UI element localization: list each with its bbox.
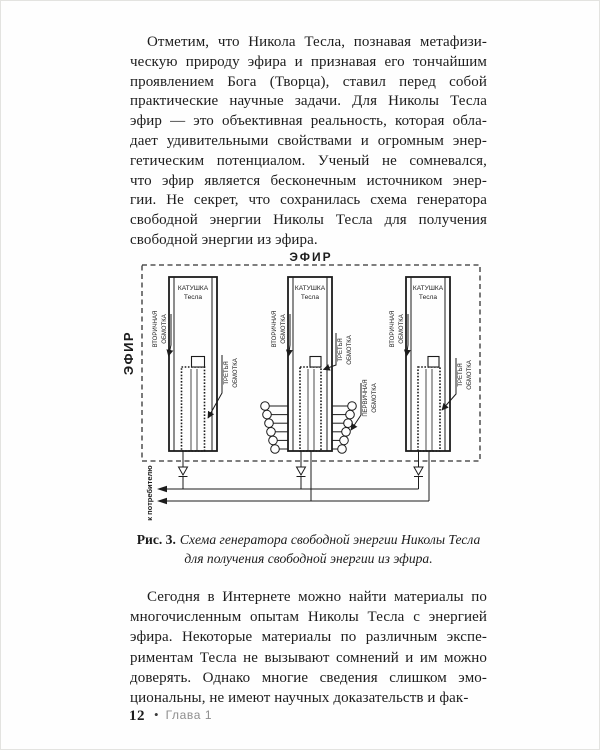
output-wiring [157, 451, 430, 505]
coil-2-title-line2: Тесла [301, 294, 319, 301]
text-line: дает удивительными свойствами и огромным… [130, 132, 487, 149]
secondary-winding-label-1: ВТОРИЧНАЯ ОБМОТКА [153, 311, 174, 357]
text-line: что эфир является бесконечным источником… [130, 172, 487, 189]
text-line: многочисленным опытам Николы Тесла с эне… [130, 609, 487, 626]
figure-3-diagram: ЭФИР ЭФИР КАТУШКА Тесла [1, 247, 599, 531]
text-line: практические научные задачи. Для Николы … [130, 93, 487, 110]
paragraph-internet: Сегодня в Интернете можно найти материал… [130, 587, 487, 708]
svg-text:ОБМОТКА: ОБМОТКА [162, 314, 168, 343]
text-line: Сегодня в Интернете можно найти материал… [147, 589, 487, 605]
diode-symbol-3 [413, 466, 424, 477]
chapter-label: Глава 1 [165, 708, 213, 722]
third-winding-label-1: ТРЕТЬЯ ОБМОТКА [207, 355, 239, 419]
third-winding-label-2: ТРЕТЬЯ ОБМОТКА [322, 333, 353, 371]
text-line: проявлением Бога (Творца), ставил перед … [130, 73, 487, 90]
svg-text:ТРЕТЬЯ: ТРЕТЬЯ [338, 338, 344, 361]
primary-winding-label: ПЕРВИЧНАЯ ОБМОТКА [350, 379, 378, 431]
svg-text:ТРЕТЬЯ: ТРЕТЬЯ [458, 363, 464, 386]
paragraph-intro: Отметим, что Никола Тесла, познавая мета… [130, 33, 487, 251]
bus-arrow-1 [157, 485, 167, 493]
coil-1-title-line2: Тесла [184, 294, 202, 301]
tesla-coil-2 [287, 276, 333, 452]
bus-arrow-2 [157, 497, 167, 505]
svg-text:ВТОРИЧНАЯ: ВТОРИЧНАЯ [272, 311, 278, 348]
text-line: ческую природу эфира и признавая его тон… [130, 53, 487, 70]
to-consumer-label: к потребителю [145, 465, 154, 521]
footer-bullet: • [154, 707, 159, 722]
caption-text-line-1: Схема генератора свободной энергии Никол… [179, 532, 481, 547]
primary-winding-cone [260, 401, 357, 454]
caption-text-line-2: для получения свободной энергии из эфира… [184, 551, 433, 566]
tesla-coil-1 [168, 276, 218, 452]
text-line: гетическим потенциалом. Ученый не сомнев… [130, 152, 487, 169]
coil-2-title-line1: КАТУШКА [295, 285, 326, 292]
svg-text:ВТОРИЧНАЯ: ВТОРИЧНАЯ [390, 311, 396, 348]
svg-text:ОБМОТКА: ОБМОТКА [372, 383, 378, 412]
svg-text:ТРЕТЬЯ: ТРЕТЬЯ [224, 361, 230, 384]
coil-1-title-line1: КАТУШКА [178, 285, 209, 292]
ether-dashed-border [141, 264, 481, 462]
text-line: свободной энергии из эфира. [130, 231, 318, 248]
svg-text:ПЕРВИЧНАЯ: ПЕРВИЧНАЯ [363, 379, 369, 416]
tesla-generator-schematic: ЭФИР ЭФИР КАТУШКА Тесла [121, 250, 481, 521]
text-line: циональны, не имеют научных доказательст… [130, 689, 469, 706]
text-line: Отметим, что Никола Тесла, познавая мета… [147, 34, 487, 50]
caption-line-1: Рис. 3.Схема генератора свободной энерги… [130, 530, 487, 549]
coil-3-title-line1: КАТУШКА [413, 285, 444, 292]
caption-figure-number: Рис. 3. [136, 532, 176, 547]
svg-text:ВТОРИЧНАЯ: ВТОРИЧНАЯ [153, 311, 159, 348]
text-line: гии. Не секрет, что сохранилась схема ге… [130, 192, 487, 209]
text-line: эфир — это объективная реальность, котор… [130, 113, 487, 130]
figure-caption: Рис. 3.Схема генератора свободной энерги… [130, 530, 487, 568]
text-line: доверять. Однако многие сведения слишком… [130, 669, 487, 686]
third-winding-label-3: ТРЕТЬЯ ОБМОТКА [441, 358, 473, 411]
svg-text:ОБМОТКА: ОБМОТКА [281, 314, 287, 343]
text-line: риментам Тесла не вызывают сомнений и им… [130, 649, 487, 666]
text-line: эфира. Некоторые материалы по различным … [130, 629, 487, 646]
secondary-winding-label-2: ВТОРИЧНАЯ ОБМОТКА [272, 311, 293, 357]
page-number: 12 [129, 708, 145, 724]
svg-text:ОБМОТКА: ОБМОТКА [467, 360, 473, 389]
svg-text:ОБМОТКА: ОБМОТКА [233, 358, 239, 387]
ether-label-left: ЭФИР [121, 331, 136, 375]
diode-symbol-1 [177, 466, 189, 477]
coil-3-title-line2: Тесла [419, 294, 437, 301]
secondary-winding-label-3: ВТОРИЧНАЯ ОБМОТКА [390, 311, 411, 357]
page-footer: 12 • Глава 1 [129, 707, 489, 725]
text-line: свободной энергии Николы Тесла для получ… [130, 212, 487, 229]
svg-text:ОБМОТКА: ОБМОТКА [399, 314, 405, 343]
ether-label-top: ЭФИР [289, 250, 332, 264]
tesla-coil-3 [405, 276, 451, 452]
svg-text:ОБМОТКА: ОБМОТКА [347, 335, 353, 364]
diode-symbol-2 [295, 466, 307, 477]
